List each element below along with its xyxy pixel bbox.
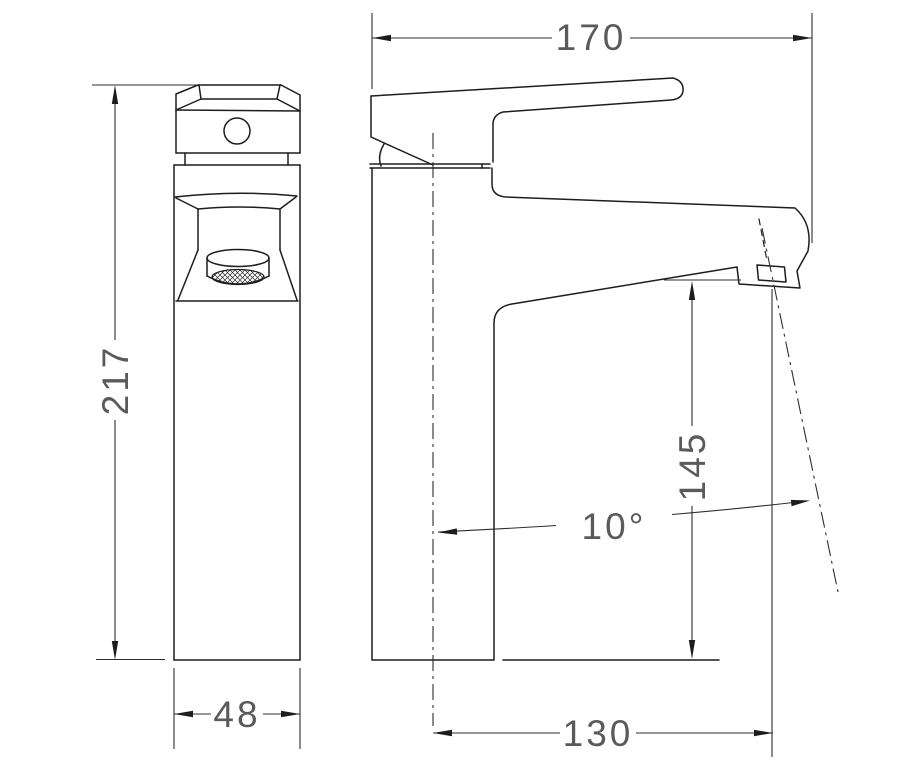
arrowhead-down — [688, 640, 696, 659]
aerator-rim — [206, 248, 270, 268]
front-body — [173, 164, 301, 661]
arrowhead-right — [793, 34, 812, 42]
lever-left-edge — [370, 95, 434, 166]
indicator-dot — [223, 117, 251, 145]
handle-collar-right — [276, 98, 301, 112]
body-spout-outline — [371, 167, 810, 661]
handle-left-edge — [175, 84, 199, 154]
arrowhead-right — [281, 710, 300, 718]
arrowhead-left — [438, 528, 458, 535]
dim-label-overall-reach: 170 — [556, 17, 627, 58]
dim-label-outlet-height: 145 — [672, 431, 713, 502]
front-view — [173, 84, 301, 661]
shroud-flare-right — [279, 249, 298, 301]
lever-outline — [370, 77, 684, 163]
handle-collar-line — [175, 109, 301, 112]
handle-right-edge — [280, 84, 301, 154]
dim-label-spout-angle: 10° — [582, 506, 647, 547]
handle-collar-left — [175, 98, 202, 111]
arrowhead-left — [174, 710, 193, 718]
side-view — [369, 77, 810, 661]
arrowhead-left — [433, 729, 452, 737]
dim-label-overall-height: 217 — [95, 345, 136, 416]
aerator-screen-mesh — [211, 268, 265, 286]
dim-spout-angle-10: 10° — [437, 499, 810, 547]
side-body-and-spout — [371, 167, 810, 661]
side-lever-handle — [369, 77, 684, 169]
centerlines — [432, 133, 839, 726]
cowl-slant-right — [279, 196, 297, 210]
front-handle — [173, 84, 301, 166]
aerator-ring-outline — [756, 264, 787, 283]
handle-top-face — [198, 84, 281, 100]
arrowhead-down — [111, 641, 119, 660]
arrowhead-left — [372, 34, 391, 42]
shroud-flare-left — [177, 249, 199, 301]
front-aerator — [206, 248, 270, 286]
dimension-annotations: 217 48 170 145 — [92, 13, 813, 757]
cowl-slant-left — [175, 197, 199, 210]
dim-label-outlet-offset: 130 — [563, 713, 634, 754]
dim-outlet-offset-130: 130 — [433, 289, 773, 757]
arrowhead-right — [790, 499, 810, 507]
escutcheon-arc — [378, 143, 385, 167]
dim-outlet-height-145: 145 — [664, 279, 741, 659]
dim-overall-height-217: 217 — [92, 84, 198, 661]
spout-cowl-top — [174, 192, 298, 198]
arrowhead-right — [754, 729, 773, 737]
arrowhead-up — [111, 85, 119, 104]
dim-body-width-48: 48 — [173, 668, 301, 749]
arrowhead-up — [688, 281, 696, 300]
dim-label-body-width: 48 — [213, 694, 260, 735]
hidden-outlet-channel — [758, 218, 768, 262]
dim-overall-reach-170: 170 — [371, 13, 813, 243]
water-stream-centerline — [761, 227, 839, 593]
shroud-top — [197, 206, 281, 210]
